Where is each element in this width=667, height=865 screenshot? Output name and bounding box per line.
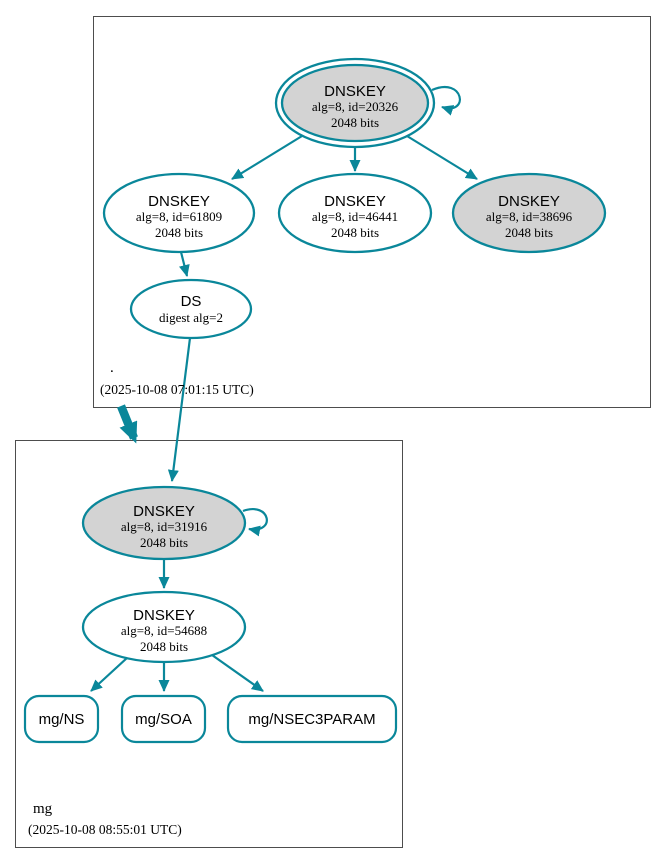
node-label: DNSKEY	[133, 607, 195, 624]
node-label: DNSKEY	[324, 83, 386, 100]
ds-node[interactable]: DS digest alg=2	[129, 278, 253, 340]
node-ellipse	[129, 278, 253, 340]
node-size: 2048 bits	[155, 225, 203, 240]
node-label: DNSKEY	[498, 193, 560, 210]
node-ellipse	[102, 172, 256, 254]
edge-zsk61809-to-ds	[178, 251, 190, 277]
edge-ksk20326-to-zsk61809	[231, 135, 303, 180]
edge-delegation-root-to-mg	[117, 404, 138, 444]
node-label: DNSKEY	[133, 503, 195, 520]
edge-ksk31916-self-loop	[242, 508, 268, 537]
node-detail: alg=8, id=31916	[121, 519, 208, 534]
edge-ksk20326-to-key38696	[406, 135, 478, 180]
rrset-node-mg-soa[interactable]: mg/SOA	[120, 694, 207, 744]
node-label: mg/NSEC3PARAM	[248, 711, 375, 728]
node-label: mg/SOA	[135, 711, 192, 728]
node-rect	[23, 694, 100, 744]
edge-ds-to-ksk31916	[167, 337, 192, 482]
zone-root-timestamp: (2025-10-08 07:01:15 UTC)	[100, 382, 254, 397]
node-rect	[120, 694, 207, 744]
zone-mg-name: mg	[33, 801, 53, 817]
rrset-node-mg-ns[interactable]: mg/NS	[23, 694, 100, 744]
node-inner-ellipse	[280, 63, 430, 143]
node-size: 2048 bits	[331, 115, 379, 130]
node-detail: alg=8, id=54688	[121, 623, 207, 638]
node-detail: alg=8, id=20326	[312, 99, 399, 114]
node-size: 2048 bits	[140, 535, 188, 550]
node-size: 2048 bits	[140, 639, 188, 654]
dnskey-node-46441[interactable]: DNSKEY alg=8, id=46441 2048 bits	[277, 172, 433, 254]
node-label: DS	[181, 293, 202, 310]
zone-root-name: .	[110, 360, 114, 376]
node-detail: digest alg=2	[159, 310, 223, 325]
node-ellipse	[451, 172, 607, 254]
node-ellipse	[277, 172, 433, 254]
node-label: DNSKEY	[324, 193, 386, 210]
node-detail: alg=8, id=46441	[312, 209, 398, 224]
rrset-node-mg-nsec3param[interactable]: mg/NSEC3PARAM	[226, 694, 398, 744]
node-rect	[226, 694, 398, 744]
zone-mg-timestamp: (2025-10-08 08:55:01 UTC)	[28, 822, 182, 837]
dnskey-node-61809[interactable]: DNSKEY alg=8, id=61809 2048 bits	[102, 172, 256, 254]
dnskey-node-54688[interactable]: DNSKEY alg=8, id=54688 2048 bits	[81, 590, 247, 664]
edge-zsk54688-to-rrset-ns	[90, 656, 129, 692]
edge-zsk54688-to-rrset-nsec3param	[211, 654, 264, 692]
edge-ksk20326-self-loop	[431, 86, 461, 116]
dnskey-node-20326[interactable]: DNSKEY alg=8, id=20326 2048 bits	[274, 57, 436, 149]
node-detail: alg=8, id=61809	[136, 209, 222, 224]
dnskey-node-31916[interactable]: DNSKEY alg=8, id=31916 2048 bits	[81, 485, 247, 561]
node-ellipse	[81, 485, 247, 561]
node-size: 2048 bits	[505, 225, 553, 240]
dnskey-node-38696[interactable]: DNSKEY alg=8, id=38696 2048 bits	[451, 172, 607, 254]
node-ellipse	[81, 590, 247, 664]
node-label: DNSKEY	[148, 193, 210, 210]
node-label: mg/NS	[39, 711, 85, 728]
node-size: 2048 bits	[331, 225, 379, 240]
node-detail: alg=8, id=38696	[486, 209, 573, 224]
